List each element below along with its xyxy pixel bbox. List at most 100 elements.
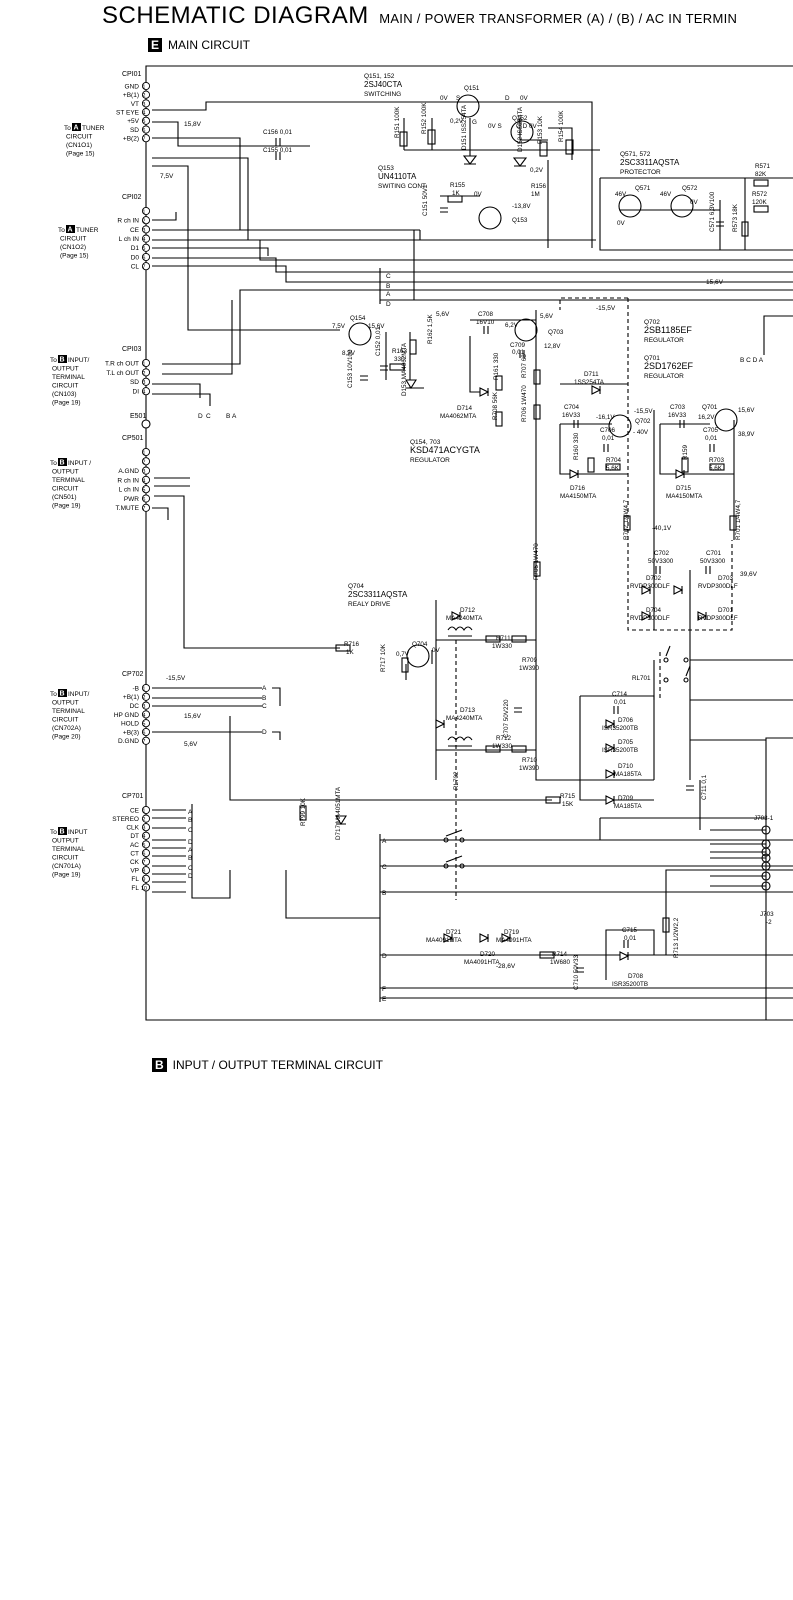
component-label: Q151 bbox=[464, 85, 480, 92]
component-label: C702 bbox=[654, 550, 670, 557]
connector-badge-bg bbox=[58, 827, 67, 835]
connector-pin-number: 3 bbox=[142, 469, 145, 475]
bus-letter: E bbox=[382, 996, 387, 1003]
connector-target-line: CIRCUIT bbox=[52, 717, 78, 724]
component-label: MA4240MTA bbox=[446, 615, 483, 622]
component-label: R707 68 bbox=[521, 354, 528, 378]
component-block-q702: Q702 bbox=[644, 319, 660, 326]
connector-target-line: OUTPUT bbox=[52, 700, 79, 707]
connector-badge: B bbox=[60, 829, 65, 836]
bus-letter: A bbox=[382, 838, 387, 845]
connector-id: CPI03 bbox=[122, 346, 142, 353]
component-label: D151 ISS254TA bbox=[461, 104, 468, 150]
connector-pin bbox=[141, 805, 151, 815]
connector-target-line: (Page 15) bbox=[66, 151, 95, 158]
component-label: R709 bbox=[522, 657, 538, 664]
component-label: 0V bbox=[474, 191, 483, 198]
voltage-layer: 15,8V7,5V5,6V-15,5V15,6V-15,5V15,6V5,6V-… bbox=[160, 121, 758, 970]
component-label: R163 bbox=[392, 348, 408, 355]
component-label: - 40V bbox=[633, 429, 649, 436]
connector-pin-number: 1 bbox=[142, 686, 145, 692]
connector-pin-number: 4 bbox=[142, 834, 145, 840]
capacitor-symbols bbox=[275, 138, 724, 973]
connector-pin-label: CT bbox=[130, 850, 139, 857]
bus-letter: A bbox=[188, 809, 193, 816]
component-label: 1SS254TA bbox=[574, 379, 605, 386]
component-label: 5,6V bbox=[540, 313, 554, 320]
voltage-v155a: -15,5V bbox=[596, 305, 616, 312]
component-label: C706 bbox=[600, 427, 616, 434]
connector-pin-label: AC bbox=[130, 842, 139, 849]
connector-pin-label: GND bbox=[125, 83, 140, 90]
component-label: 1W390 bbox=[519, 665, 539, 672]
connector-pin-label: VP bbox=[130, 868, 139, 875]
component-label: R161 330 bbox=[493, 352, 500, 380]
component-label: J703-1 bbox=[754, 815, 774, 822]
component-label: R159 bbox=[682, 444, 689, 460]
component-label: C156 0,01 bbox=[263, 129, 293, 136]
connector-target-line: (CN501) bbox=[52, 494, 77, 501]
bus-letter: D bbox=[188, 839, 193, 846]
connector-target-line: TERMINAL bbox=[52, 708, 85, 715]
connector-target-line: CIRCUIT bbox=[52, 486, 78, 493]
component-label: R702 1/4W4,7 bbox=[623, 499, 630, 540]
connector-id: CPI01 bbox=[122, 71, 142, 78]
connector-pin-label: PWR bbox=[124, 496, 139, 503]
components-layer: Q151, 1522SJ40CTASWITCHINGQ153UN4110TASW… bbox=[348, 73, 694, 608]
connector-pin bbox=[141, 377, 151, 386]
connector-to-label: To bbox=[58, 227, 65, 234]
connector-target-line: (Page 19) bbox=[52, 872, 81, 879]
connector-pin bbox=[141, 727, 151, 737]
connector-pin-number: 3 bbox=[142, 826, 145, 832]
connector-pin bbox=[141, 831, 151, 840]
voltage-v155b: -15,5V bbox=[166, 675, 186, 682]
relay-coil-symbols bbox=[447, 626, 473, 747]
voltage-v401: -40,1V bbox=[652, 525, 672, 532]
connector-pin-label: L ch IN bbox=[119, 487, 140, 494]
component-block-q154: KSD471ACYGTA bbox=[410, 445, 480, 455]
main-frame bbox=[145, 65, 793, 1021]
connector-pin-number: 2 bbox=[142, 695, 145, 701]
voltage-v286: -28,6V bbox=[496, 963, 516, 970]
section-main-badge: E bbox=[148, 38, 163, 52]
connector-pin bbox=[141, 883, 151, 892]
bus-letter: B bbox=[382, 890, 386, 897]
connector-pin-label: SD bbox=[130, 379, 139, 386]
connector-pin-label: FL bbox=[131, 876, 139, 883]
connector-pin bbox=[141, 116, 151, 125]
component-label: 1W680 bbox=[550, 959, 570, 966]
connector-pin bbox=[141, 262, 151, 271]
connector-target-line: TUNER bbox=[76, 227, 99, 234]
component-label: R713 1/2W2,2 bbox=[673, 917, 680, 958]
connector-pin bbox=[141, 683, 151, 693]
component-label: -16,1V bbox=[596, 414, 615, 421]
connector-pin-number: 6 bbox=[142, 128, 145, 134]
component-label: RL701 bbox=[632, 675, 651, 682]
connector-target-line: (Page 19) bbox=[52, 400, 81, 407]
diode-symbols bbox=[335, 155, 708, 961]
connector-target-line: INPUT/ bbox=[68, 691, 90, 698]
component-label: 50V3300 bbox=[648, 558, 674, 565]
connector-pin-label: -B bbox=[133, 685, 140, 692]
component-label: D717 MA4051MTA bbox=[335, 786, 342, 840]
component-label: 12,8V bbox=[544, 343, 561, 350]
connector-pin-label: VT bbox=[131, 101, 139, 108]
component-label: R155 bbox=[450, 182, 466, 189]
component-label: R715 bbox=[560, 793, 576, 800]
component-label: R571 bbox=[755, 163, 771, 170]
e501-label: E501 bbox=[130, 413, 146, 420]
component-label: R572 bbox=[752, 191, 768, 198]
component-block-q154: REGULATOR bbox=[410, 457, 450, 464]
component-label: R716 bbox=[344, 641, 360, 648]
connector-pin-number: 3 bbox=[142, 102, 145, 108]
bus-letter: D bbox=[188, 873, 193, 880]
connector-pin-label: D.GND bbox=[118, 738, 139, 745]
component-block-q154: Q154, 703 bbox=[410, 439, 441, 446]
title-main: SCHEMATIC DIAGRAM bbox=[102, 2, 369, 29]
connector-pin bbox=[141, 125, 151, 134]
connector-pin-number: 7 bbox=[142, 860, 145, 866]
connector-pin-number: 7 bbox=[142, 137, 145, 143]
connector-pin-number: 1 bbox=[142, 209, 145, 215]
